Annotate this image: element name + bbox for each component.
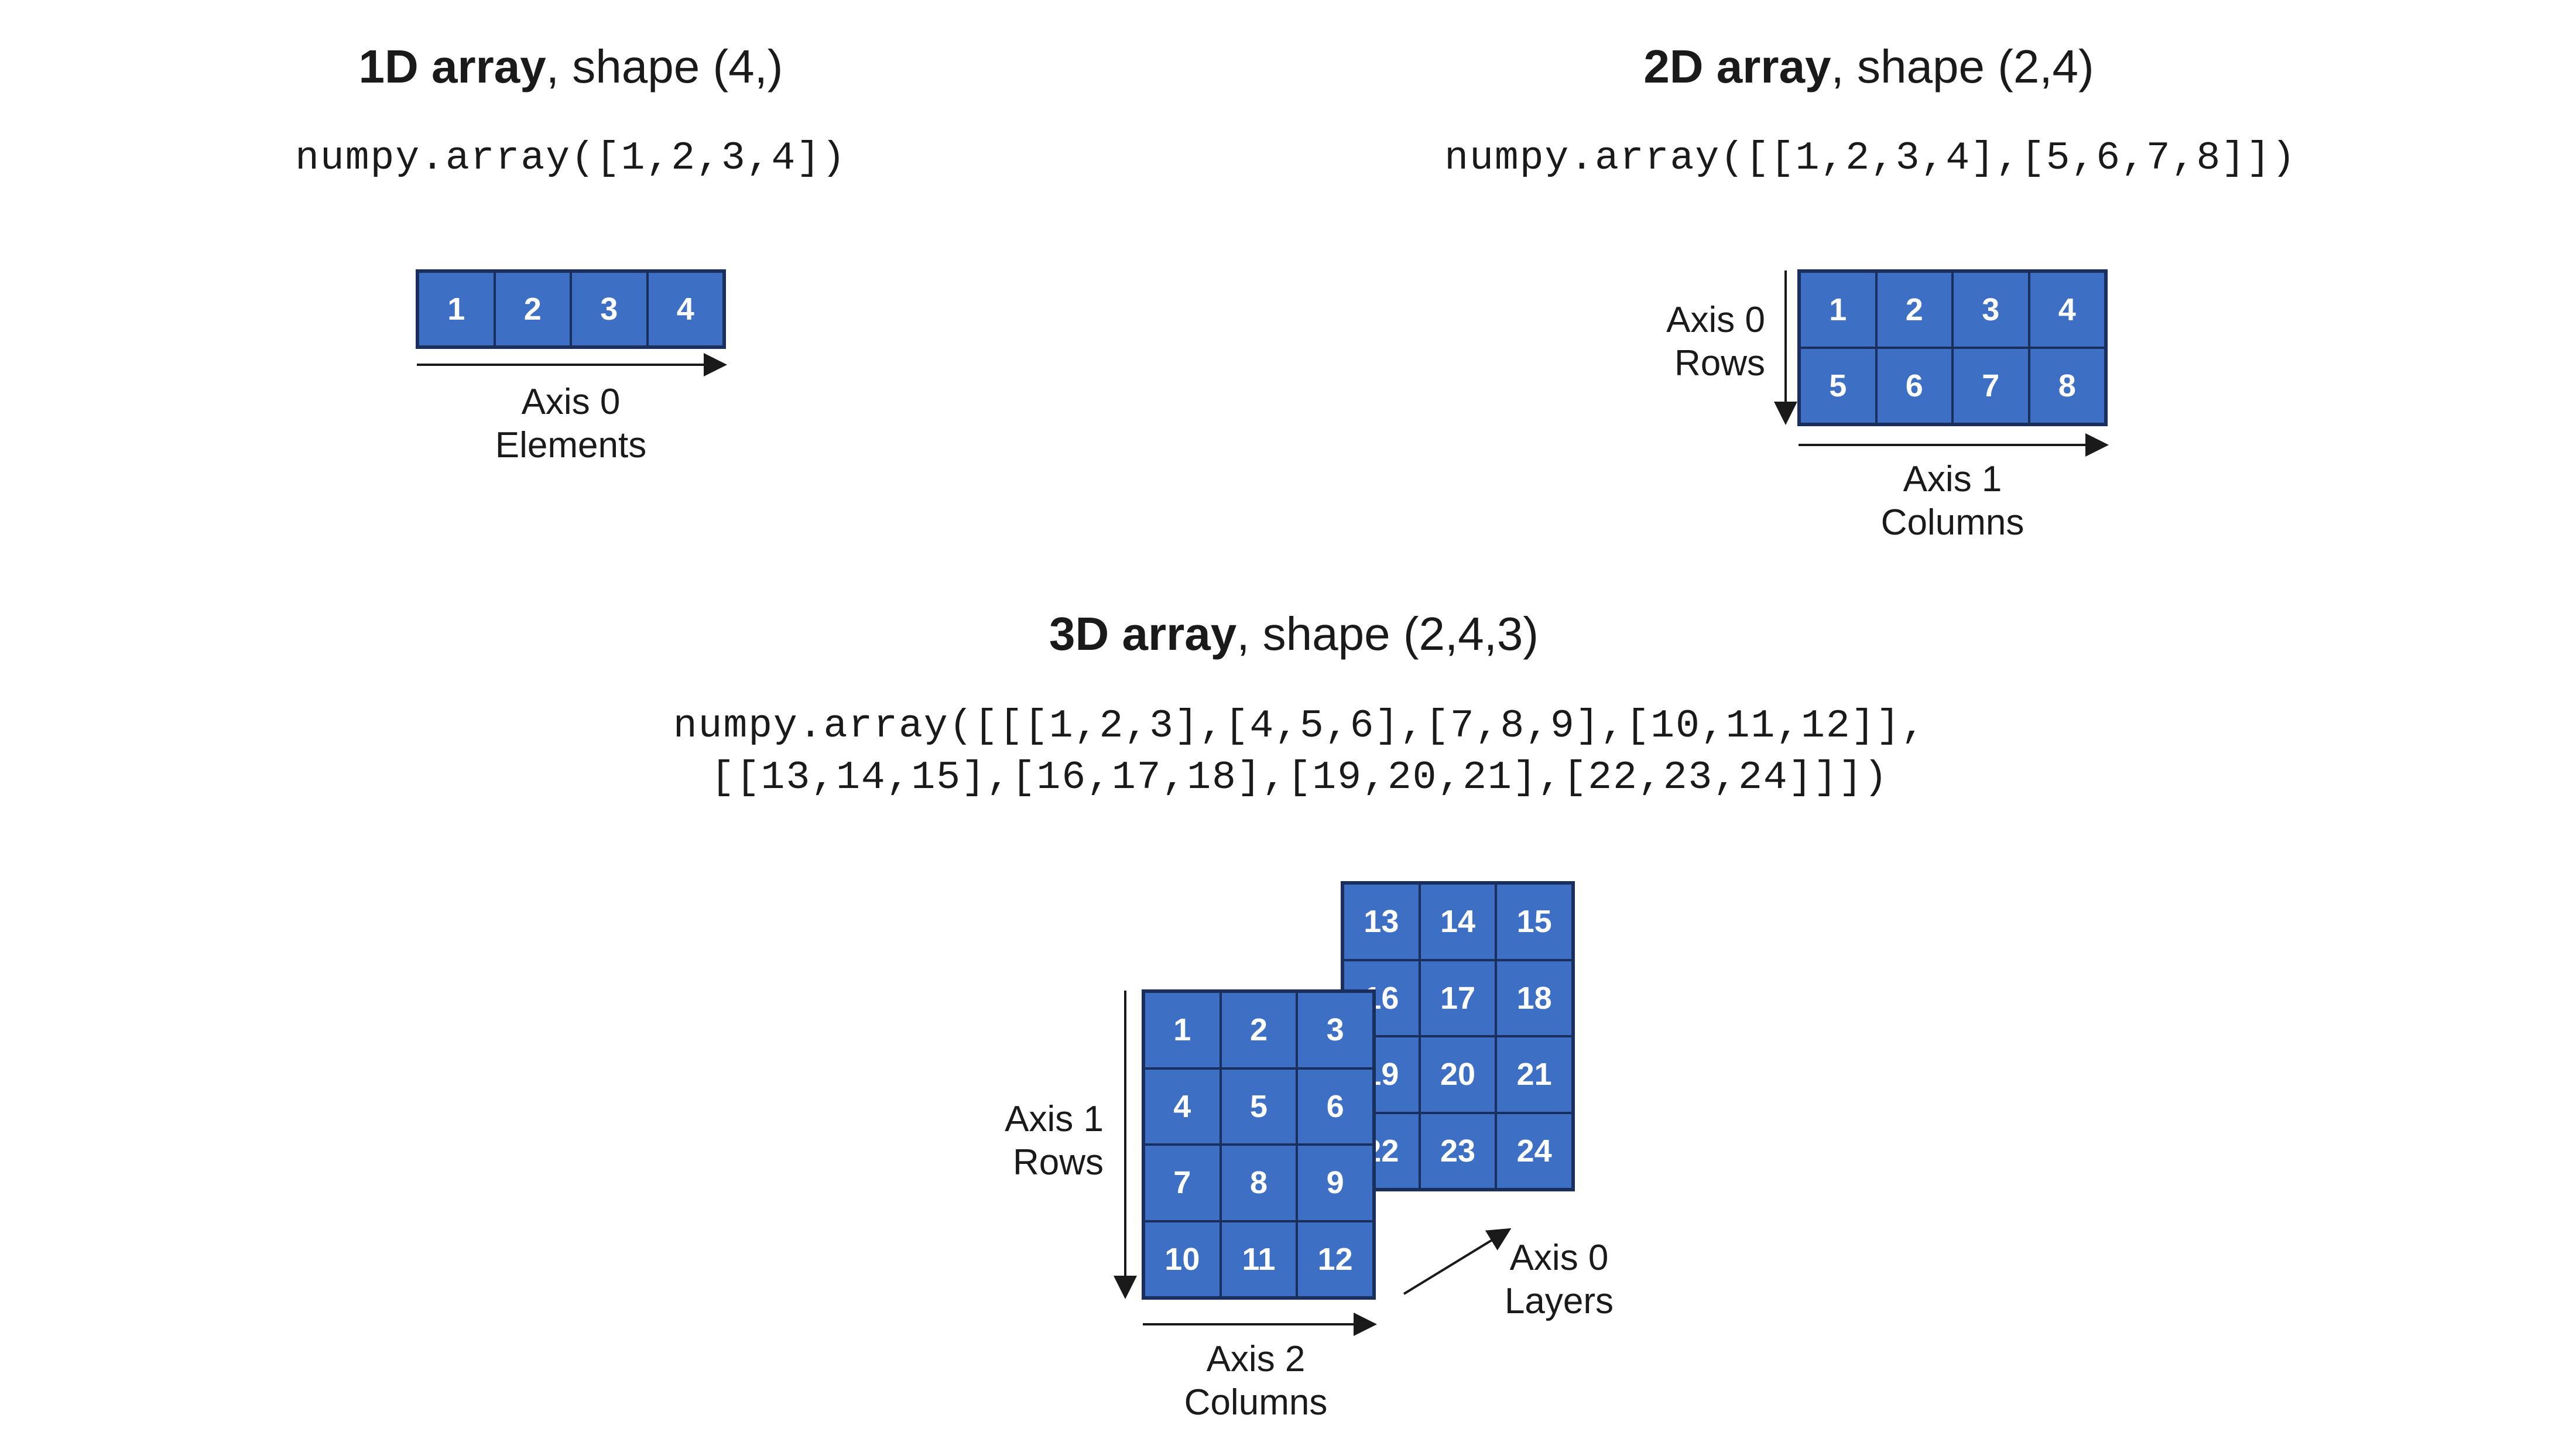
array-cell: 1 — [418, 272, 495, 347]
array-cell: 1 — [1800, 272, 1876, 348]
title-1d-rest: , shape (4,) — [546, 40, 783, 93]
array-cell: 3 — [1952, 272, 2029, 348]
axis2-label-3d-line1: Axis 2 — [1206, 1339, 1306, 1379]
array-cell: 5 — [1800, 348, 1876, 424]
axis1-label-3d: Axis 1 Rows — [984, 1098, 1104, 1184]
code-3d-line1: numpy.array([[[1,2,3],[4,5,6],[7,8,9],[1… — [673, 704, 1927, 749]
array-cell: 15 — [1496, 883, 1573, 960]
title-3d-rest: , shape (2,4,3) — [1236, 608, 1539, 660]
axis0-label-1d: Axis 0 Elements — [495, 381, 646, 467]
axis0-label-3d-line2: Layers — [1504, 1281, 1614, 1321]
array-cell: 10 — [1144, 1221, 1221, 1297]
code-3d-line2: [[13,14,15],[16,17,18],[19,20,21],[22,23… — [711, 755, 1889, 800]
axis0-label-1d-line1: Axis 0 — [521, 382, 621, 422]
array-cell: 6 — [1297, 1068, 1373, 1145]
title-3d-bold: 3D array — [1049, 608, 1237, 660]
array-cell: 6 — [1876, 348, 1952, 424]
axis2-label-3d: Axis 2 Columns — [1184, 1338, 1328, 1424]
axis1-label-3d-line1: Axis 1 — [1005, 1099, 1104, 1139]
array-cell: 4 — [647, 272, 724, 347]
title-3d: 3D array, shape (2,4,3) — [1049, 607, 1539, 661]
array-cell: 7 — [1144, 1145, 1221, 1221]
array-cell: 3 — [571, 272, 648, 347]
axis1-label-2d: Axis 1 Columns — [1881, 458, 2025, 544]
array-cell: 4 — [2029, 272, 2105, 348]
array-cell: 2 — [494, 272, 571, 347]
array-cell: 7 — [1952, 348, 2029, 424]
title-2d: 2D array, shape (2,4) — [1643, 40, 2094, 94]
array-cell: 21 — [1496, 1036, 1573, 1113]
array-cell: 8 — [1220, 1145, 1297, 1221]
axis0-label-2d: Axis 0 Rows — [1639, 299, 1765, 385]
title-2d-bold: 2D array — [1643, 40, 1831, 93]
code-1d: numpy.array([1,2,3,4]) — [295, 136, 847, 181]
axis0-arrow-3d — [1403, 1228, 1512, 1295]
array-cell: 8 — [2029, 348, 2105, 424]
axis1-label-2d-line1: Axis 1 — [1903, 459, 2002, 499]
array-cell: 5 — [1220, 1068, 1297, 1145]
array-cell: 9 — [1297, 1145, 1373, 1221]
array-cell: 1 — [1144, 992, 1221, 1068]
array-cell: 2 — [1220, 992, 1297, 1068]
array-cell: 12 — [1297, 1221, 1373, 1297]
array-cell: 3 — [1297, 992, 1373, 1068]
axis1-label-3d-line2: Rows — [1012, 1142, 1104, 1183]
array-cell: 20 — [1419, 1036, 1496, 1113]
array-cell: 24 — [1496, 1112, 1573, 1189]
axis1-label-2d-line2: Columns — [1880, 502, 2025, 543]
axis0-label-2d-line2: Rows — [1674, 343, 1765, 383]
code-2d: numpy.array([[1,2,3,4],[5,6,7,8]]) — [1444, 136, 2297, 181]
axis2-label-3d-line2: Columns — [1184, 1382, 1328, 1423]
array-cell: 14 — [1419, 883, 1496, 960]
array-cell: 23 — [1419, 1112, 1496, 1189]
axis0-label-2d-line1: Axis 0 — [1666, 300, 1765, 340]
title-1d: 1D array, shape (4,) — [359, 40, 783, 94]
array-cell: 18 — [1496, 960, 1573, 1036]
array-cell: 4 — [1144, 1068, 1221, 1145]
axis0-label-3d: Axis 0 Layers — [1505, 1236, 1614, 1323]
array-cell: 17 — [1419, 960, 1496, 1036]
array-cell: 13 — [1343, 883, 1420, 960]
array-cell: 11 — [1220, 1221, 1297, 1297]
title-2d-rest: , shape (2,4) — [1831, 40, 2094, 93]
axis0-label-1d-line2: Elements — [495, 425, 647, 465]
title-1d-bold: 1D array — [358, 40, 546, 93]
array-cell: 2 — [1876, 272, 1952, 348]
axis0-label-3d-line1: Axis 0 — [1509, 1238, 1609, 1278]
